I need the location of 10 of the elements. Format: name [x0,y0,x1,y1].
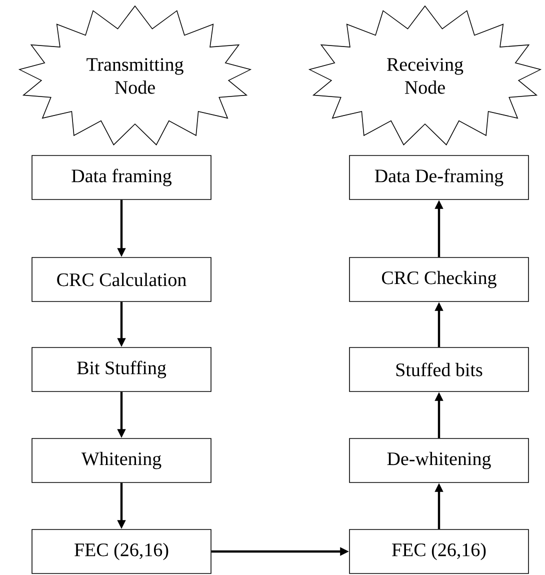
process-box: De-whitening [349,438,529,483]
process-box: Data De-framing [349,155,529,200]
process-box: FEC (26,16) [32,529,212,574]
process-box: FEC (26,16) [349,529,529,574]
process-box: Data framing [32,155,212,200]
process-box: Stuffed bits [349,347,529,392]
process-box: Whitening [32,438,212,483]
process-box: CRC Calculation [32,257,212,302]
process-box: Bit Stuffing [32,347,212,392]
process-box: CRC Checking [349,257,529,302]
